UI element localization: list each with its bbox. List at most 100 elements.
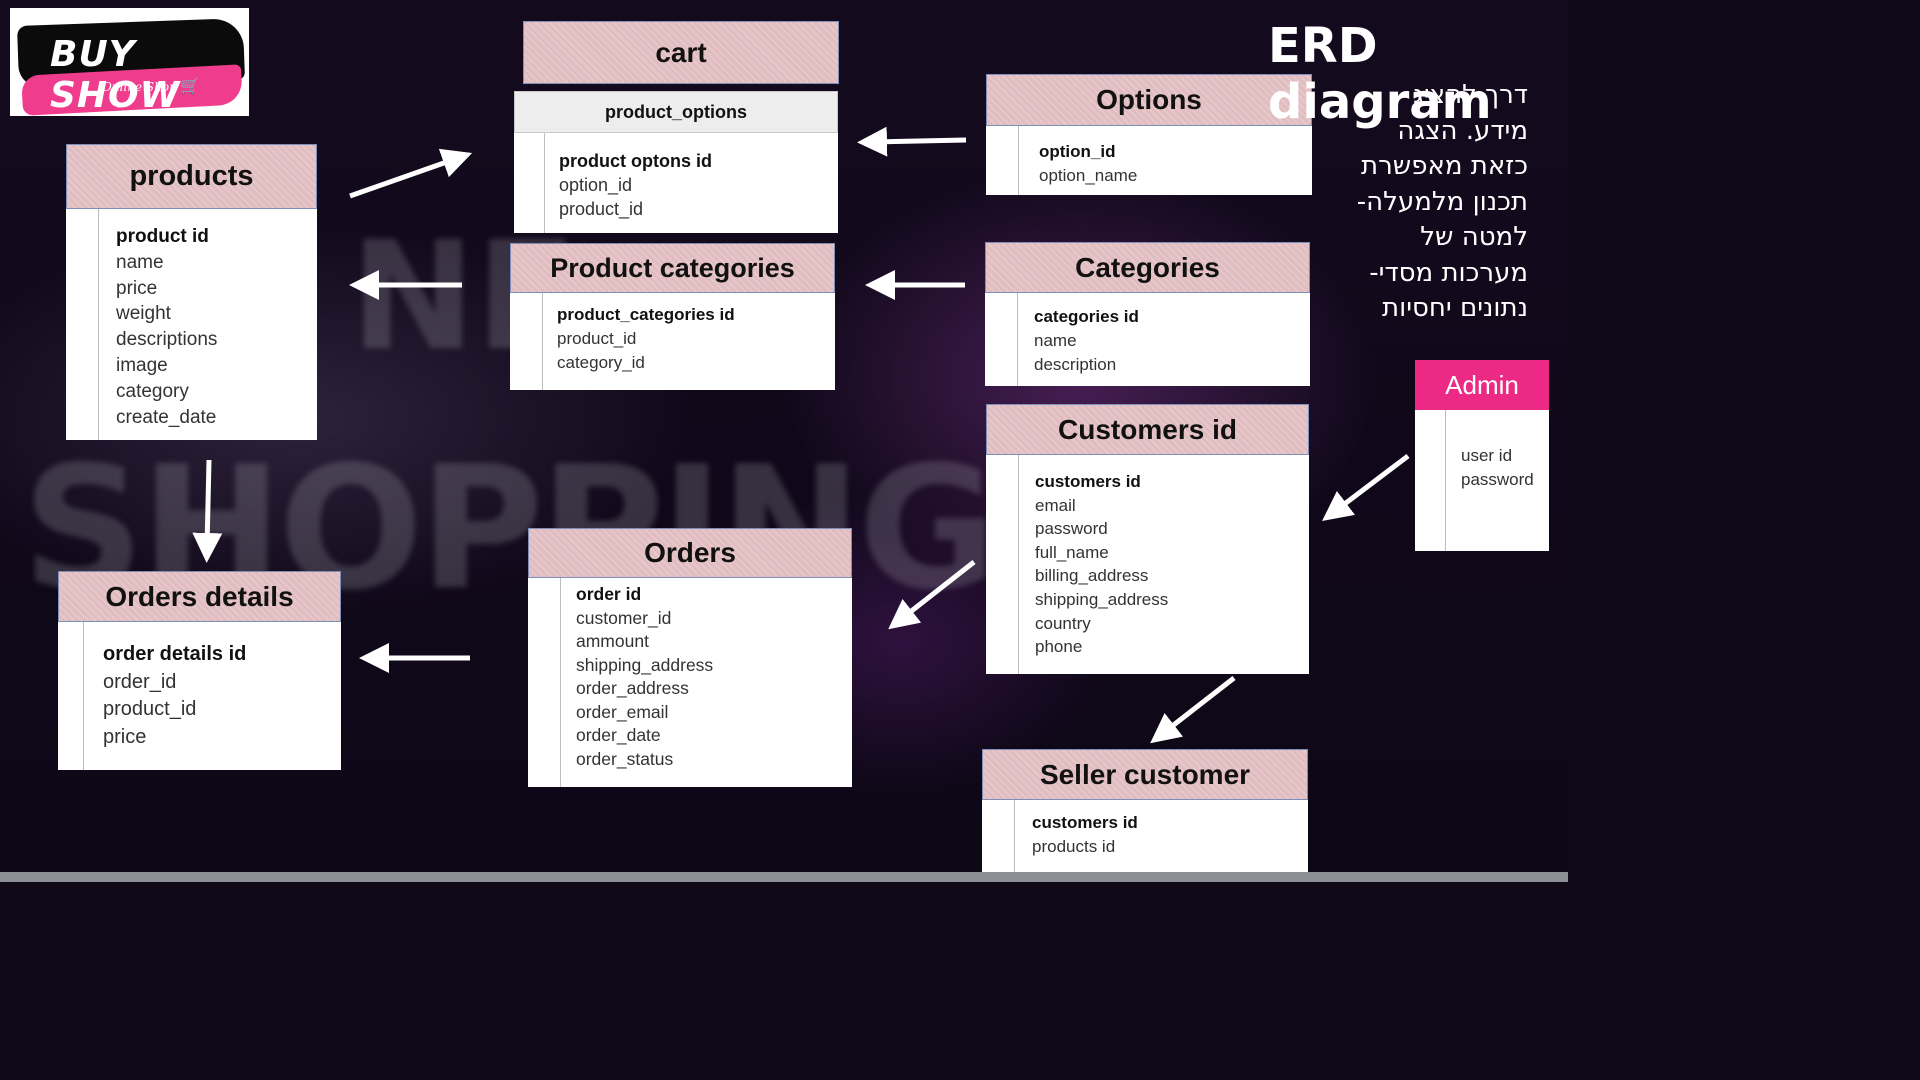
description-line: תכנון מלמעלה-: [1356, 186, 1528, 217]
arrow-admin-to-customers: [1322, 454, 1410, 522]
arrow-customers-to-orders: [888, 560, 976, 630]
entity-products: products product id name price weight de…: [66, 144, 317, 440]
entity-body: product_categories id product_id categor…: [510, 293, 835, 390]
description-line: מידע. הצגה: [1397, 115, 1528, 146]
entity-body: user id password: [1415, 410, 1549, 551]
entity-body: customers id products id: [982, 800, 1308, 872]
field: weight: [116, 303, 171, 325]
arrow-options-to-cart: [857, 126, 967, 157]
field: password: [1461, 470, 1534, 489]
field: descriptions: [116, 329, 218, 351]
entity-body: product id name price weight description…: [66, 209, 317, 440]
field: country: [1035, 613, 1091, 633]
field: customer_id: [576, 607, 672, 628]
entity-body: order id customer_id ammount shipping_ad…: [528, 578, 852, 787]
field: order_date: [576, 725, 661, 745]
field-primary-key: customers id: [1035, 472, 1141, 491]
field: ammount: [576, 631, 649, 651]
field: image: [116, 354, 168, 376]
field: category: [116, 380, 189, 402]
field-list: customers id products id: [1032, 811, 1138, 859]
entity-header: Product categories: [510, 243, 835, 293]
field-primary-key: option_id: [1039, 142, 1116, 161]
field-list: option_id option_name: [1039, 140, 1137, 188]
field-primary-key: product optons id: [559, 151, 712, 171]
field: price: [103, 725, 147, 748]
field: order_email: [576, 701, 669, 722]
arrow-products-to-order-details: [192, 459, 223, 563]
description-line: נתונים יחסיות: [1382, 293, 1528, 323]
field-list: order id customer_id ammount shipping_ad…: [576, 583, 713, 771]
description-line: מערכות מסדי-: [1369, 257, 1528, 288]
entity-header: products: [66, 144, 317, 209]
logo-subtitle: Online Shop: [102, 80, 177, 94]
field: product_id: [559, 199, 644, 219]
field: order_status: [576, 748, 674, 769]
field-primary-key: product_categories id: [557, 305, 735, 324]
logo-title: BUY SHOW: [50, 34, 181, 116]
field: order_address: [576, 678, 689, 698]
entity-body: customers id email password full_name bi…: [986, 455, 1309, 674]
field-list: user id password: [1461, 444, 1534, 492]
entity-orders: Orders order id customer_id ammount ship…: [528, 528, 852, 787]
field-primary-key: customers id: [1032, 813, 1138, 832]
entity-seller-customer: Seller customer customers id products id: [982, 749, 1308, 872]
entity-header: Customers id: [986, 404, 1309, 455]
entity-header: Options: [986, 74, 1312, 126]
field: shipping_address: [1035, 589, 1169, 609]
field-list: product id name price weight description…: [116, 224, 217, 430]
field: order_id: [103, 670, 177, 693]
entity-header: Orders details: [58, 571, 341, 622]
entity-order-details: Orders details order details id order_id…: [58, 571, 341, 770]
field: option_id: [559, 175, 633, 195]
field: user id: [1461, 446, 1513, 465]
field: name: [1034, 331, 1077, 350]
entity-header: product_options: [514, 91, 838, 133]
field-list: customers id email password full_name bi…: [1035, 470, 1168, 659]
entity-body: product optons id option_id product_id: [514, 133, 838, 233]
entity-body: categories id name description: [985, 293, 1310, 386]
field: password: [1035, 519, 1108, 539]
field: category_id: [557, 353, 645, 372]
description-line: למטה של: [1420, 222, 1528, 252]
field-list: categories id name description: [1034, 305, 1139, 377]
entity-options: Options option_id option_name: [986, 74, 1312, 195]
field-primary-key: order id: [576, 584, 642, 604]
entity-cart: cart: [523, 21, 839, 84]
entity-admin: Admin user id password: [1415, 360, 1549, 551]
bottom-strip: [0, 872, 1568, 882]
entity-product-options: product_options product optons id option…: [514, 91, 838, 233]
entity-body: option_id option_name: [986, 126, 1312, 195]
diagram-description: דרך להציג מידע. הצגה כזאת מאפשרת תכנון מ…: [1298, 78, 1528, 327]
field: price: [116, 277, 158, 299]
field-primary-key: product id: [116, 226, 209, 247]
entity-product-categories: Product categories product_categories id…: [510, 243, 835, 390]
field-list: order details id order_id product_id pri…: [103, 641, 246, 751]
entity-header: Admin: [1415, 360, 1549, 410]
field: email: [1035, 495, 1076, 515]
entity-header: cart: [523, 21, 839, 84]
field: shipping_address: [576, 654, 714, 675]
diagram-title: ERD diagram: [1268, 18, 1492, 130]
field-list: product_categories id product_id categor…: [557, 303, 735, 375]
entity-categories: Categories categories id name descriptio…: [985, 242, 1310, 386]
field: create_date: [116, 406, 217, 428]
relationship-arrows: [192, 126, 1410, 744]
entity-customers: Customers id customers id email password…: [986, 404, 1309, 674]
arrow-products-to-cart: [349, 148, 473, 199]
entity-header: Categories: [985, 242, 1310, 293]
field: phone: [1035, 637, 1083, 657]
field: product_id: [557, 329, 637, 348]
field: name: [116, 251, 164, 273]
field: product_id: [103, 698, 197, 720]
field-primary-key: order details id: [103, 643, 247, 665]
entity-body: order details id order_id product_id pri…: [58, 622, 341, 770]
field: products id: [1032, 837, 1116, 856]
field: option_name: [1039, 166, 1138, 185]
entity-header: Seller customer: [982, 749, 1308, 800]
field-list: product optons id option_id product_id: [559, 149, 712, 221]
arrow-customers-to-seller-customer: [1150, 676, 1236, 744]
entity-header: Orders: [528, 528, 852, 578]
field-primary-key: categories id: [1034, 307, 1139, 326]
buy-show-logo: BUY SHOW Online Shop 🛒: [10, 8, 249, 116]
